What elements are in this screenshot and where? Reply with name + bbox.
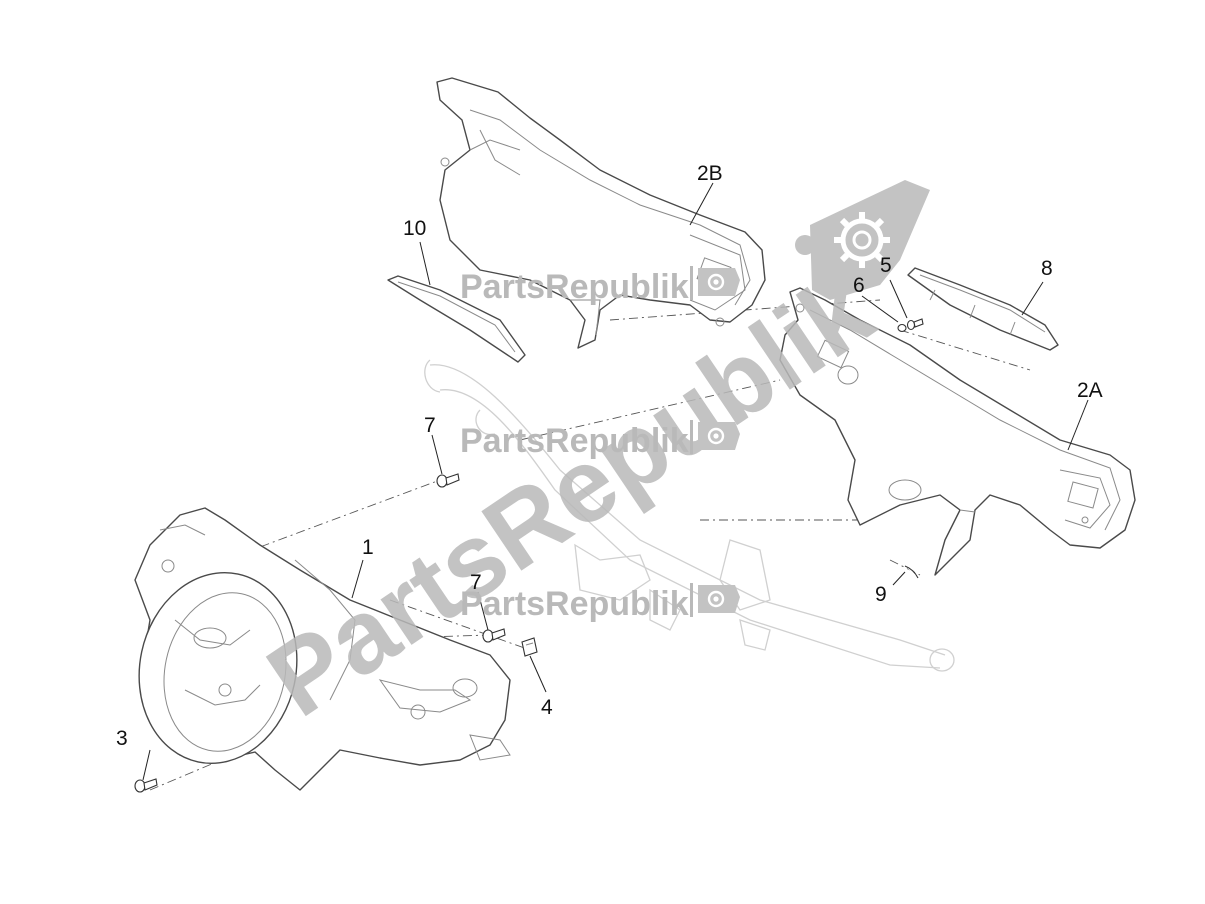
callout-1: 1 xyxy=(362,536,374,559)
callout-7-upper: 7 xyxy=(424,414,436,437)
watermark-gear-flag xyxy=(795,180,930,300)
part-6-washer xyxy=(897,323,907,333)
part-3-screw xyxy=(134,778,158,793)
watermark-diagonal-text: PartsRepublik xyxy=(248,252,893,739)
gear-icon xyxy=(707,273,725,291)
callout-2a: 2A xyxy=(1077,379,1103,402)
part-9-spring-clip xyxy=(904,565,919,579)
handlebar-ghost xyxy=(424,359,955,672)
gear-icon xyxy=(707,427,725,445)
gear-icon xyxy=(834,212,890,268)
callout-2b: 2B xyxy=(697,162,723,185)
part-7-screw-lower xyxy=(482,628,506,643)
callout-4: 4 xyxy=(541,696,553,719)
part-8-trim-strip xyxy=(907,267,1059,351)
gear-icon xyxy=(707,590,725,608)
callout-3: 3 xyxy=(116,727,128,750)
watermark-brand-lower: PartsRepublik xyxy=(460,583,740,623)
part-4-clip-nut xyxy=(521,637,538,657)
part-2a-handlebar-cover-front xyxy=(779,287,1136,576)
callout-7-lower: 7 xyxy=(470,571,482,594)
leader-lines xyxy=(142,182,1089,781)
part-10-trim-strip xyxy=(387,275,526,363)
watermark-brand-text: PartsRepublik xyxy=(460,585,689,623)
watermark-brand-upper: PartsRepublik xyxy=(460,266,740,306)
watermark-brand-text: PartsRepublik xyxy=(460,268,689,306)
watermark-brand-text: PartsRepublik xyxy=(460,422,689,460)
callout-9: 9 xyxy=(875,583,887,606)
part-7-screw-upper xyxy=(436,473,460,488)
callout-labels: 1 2B 2A 3 4 5 6 7 7 8 9 10 xyxy=(116,162,1103,750)
part-5-screw xyxy=(906,318,924,331)
part-2b-handlebar-cover-rear xyxy=(436,77,766,349)
watermark-diagonal: PartsRepublik xyxy=(248,252,893,739)
part-1-headlight-cover xyxy=(134,507,511,791)
watermark-brand-middle: PartsRepublik xyxy=(460,420,740,460)
callout-5: 5 xyxy=(880,254,892,277)
hardware xyxy=(134,318,924,793)
callout-8: 8 xyxy=(1041,257,1053,280)
callout-6: 6 xyxy=(853,274,865,297)
callout-10: 10 xyxy=(403,217,426,240)
